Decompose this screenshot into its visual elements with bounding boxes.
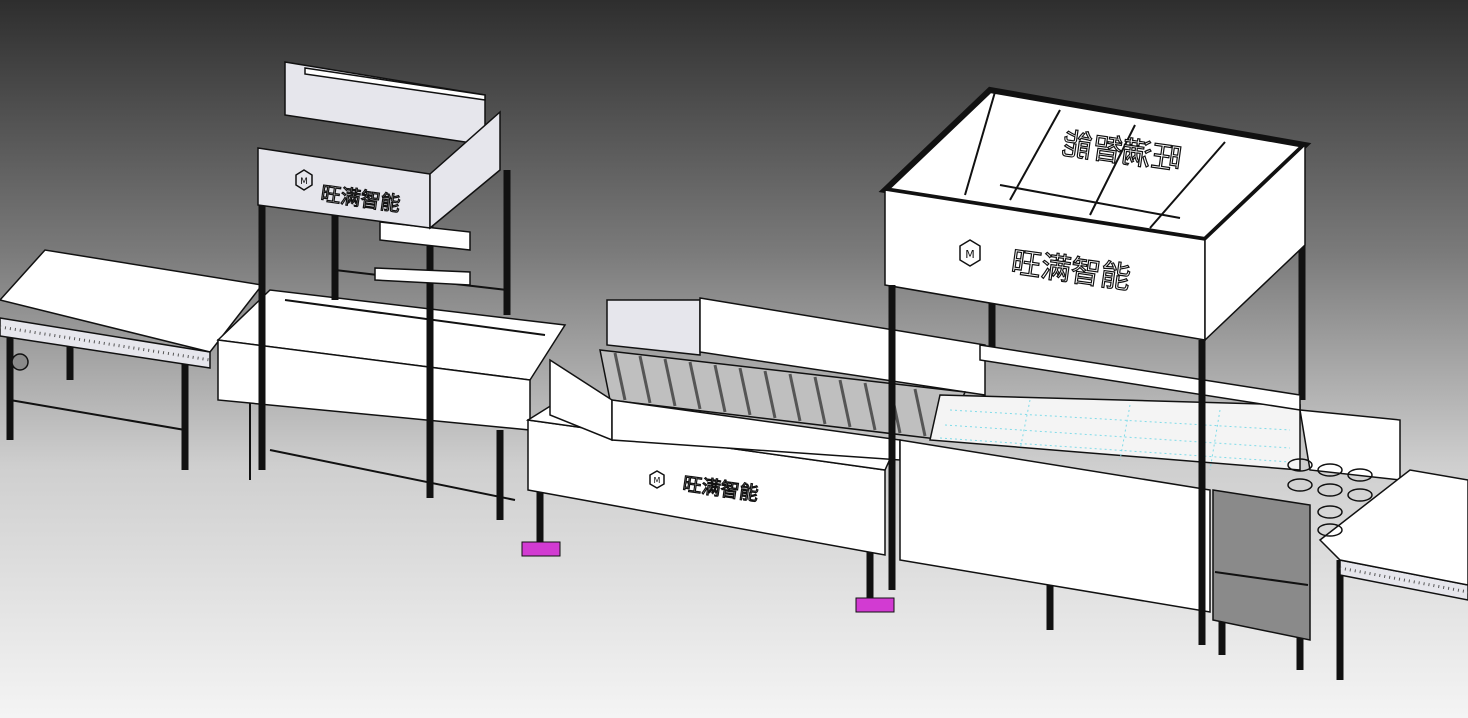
first-station-base [216,289,567,520]
brand-logo-icon: M [959,239,981,267]
left-belt-conveyor [0,249,264,470]
roller-array [613,352,927,437]
right-gantry-machine: 旺满智能 M 旺满智能 [878,86,1312,645]
right-outfeed-conveyor [1287,409,1468,680]
roller-conveyor-machine: M 旺满智能 [521,297,986,613]
left-gantry-unit: M 旺满智能 [257,61,511,498]
brand-logo-icon: M [295,169,313,191]
cyan-tray-grid [939,399,1291,471]
brand-logo-icon: M [649,470,665,489]
control-cabinet [1212,489,1311,670]
product-trays [1287,458,1373,537]
svg-text:M: M [300,177,308,187]
svg-text:M: M [965,248,975,261]
svg-text:M: M [654,476,661,485]
